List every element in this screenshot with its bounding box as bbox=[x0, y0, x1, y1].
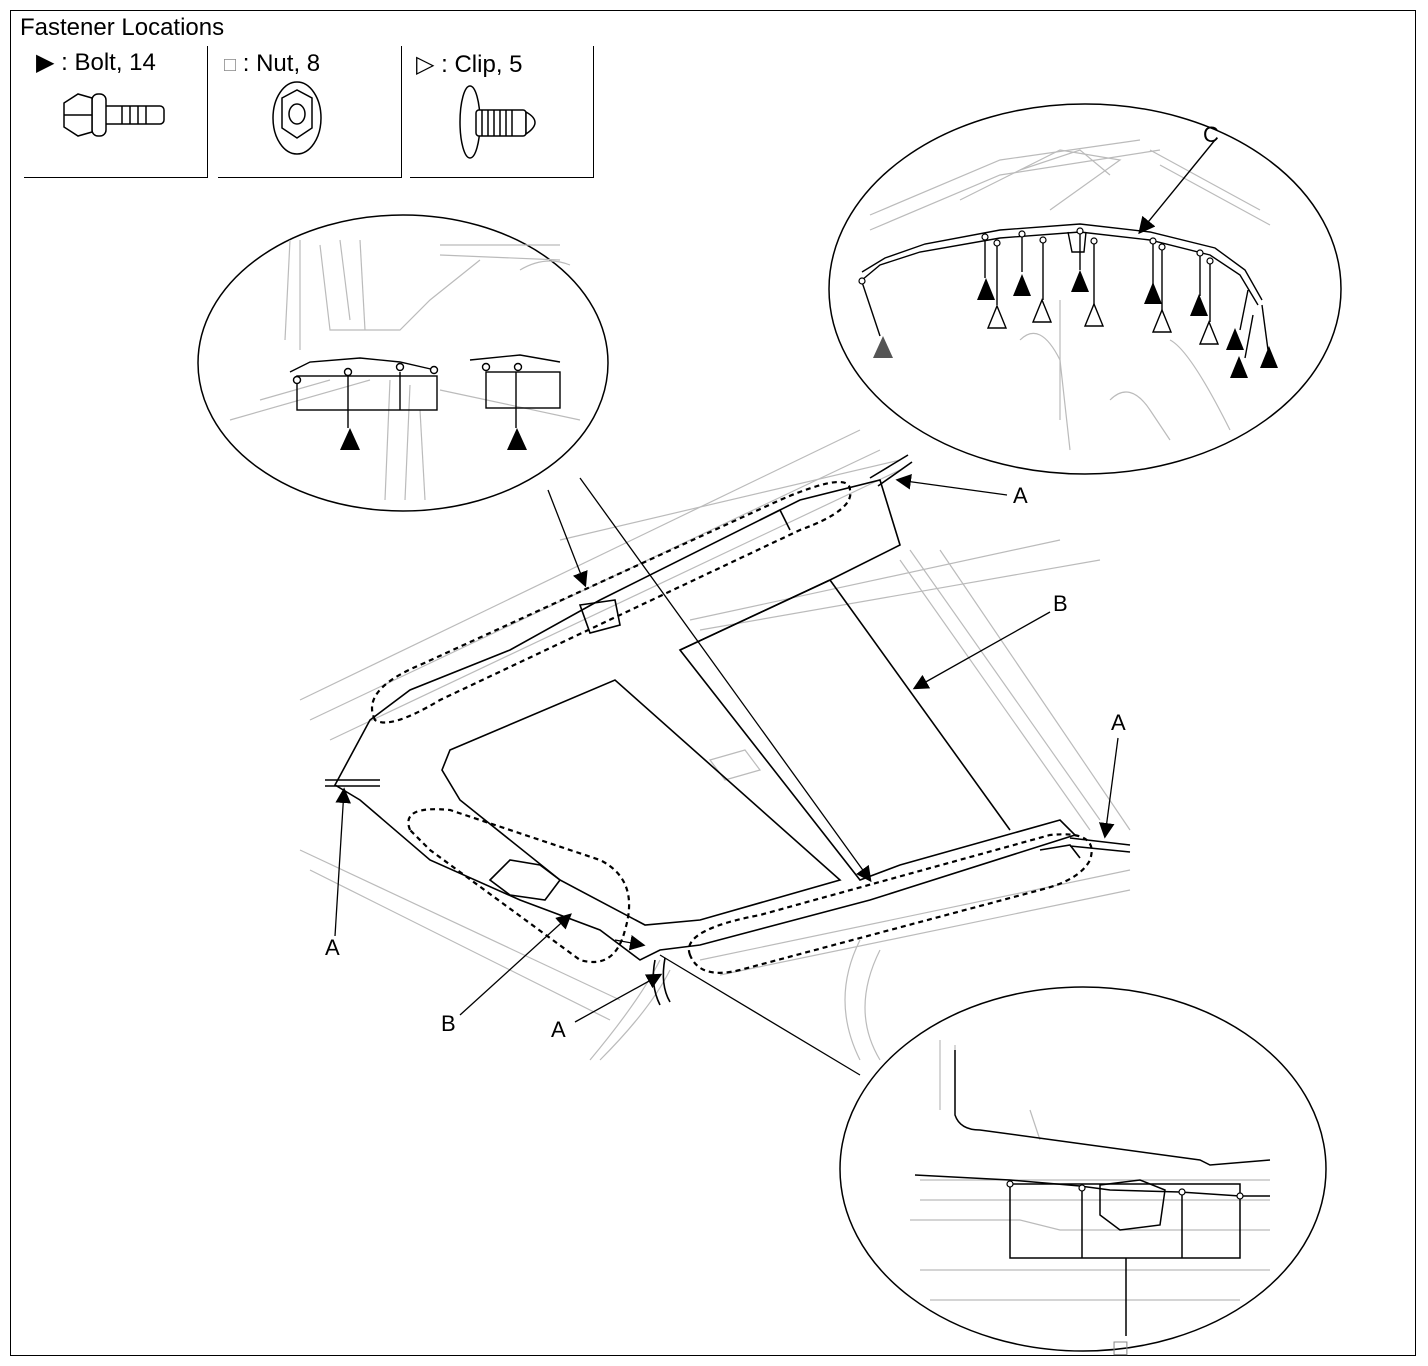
nut-symbol-icon: □ bbox=[224, 54, 237, 76]
legend-clip: ▷ : Clip, 5 bbox=[410, 46, 594, 178]
bolt-symbol-icon: ▶ bbox=[36, 49, 55, 76]
bolt-marker-icon bbox=[1013, 274, 1031, 296]
legend-clip-text: : Clip, 5 bbox=[441, 51, 523, 78]
clip-marker-icon bbox=[1083, 302, 1105, 327]
callout-a-bottom: A bbox=[551, 1017, 566, 1042]
detail-circle-bottom-right: □ bbox=[839, 986, 1327, 1358]
callout-a-left: A bbox=[325, 935, 340, 960]
dashed-callout-regions bbox=[370, 480, 1093, 974]
bolt-marker-icon bbox=[1071, 270, 1089, 292]
diagram-frame bbox=[10, 10, 1416, 1356]
bolt-marker-icon bbox=[1190, 294, 1208, 316]
bolt-marker-icon bbox=[1144, 282, 1162, 304]
clip-marker-icon bbox=[1031, 298, 1053, 323]
clip-icon bbox=[459, 85, 536, 159]
callout-c: C bbox=[1203, 122, 1219, 147]
legend-nut-text: : Nut, 8 bbox=[242, 50, 321, 77]
clip-symbol-icon: ▷ bbox=[416, 51, 435, 78]
callout-a-right: A bbox=[1111, 710, 1126, 735]
legend-nut: □ : Nut, 8 bbox=[218, 46, 402, 178]
legend-bolt: ▶ : Bolt, 14 bbox=[24, 46, 208, 178]
nut-icon bbox=[272, 81, 322, 155]
page-title: Fastener Locations bbox=[20, 14, 225, 41]
legend-bolt-text: : Bolt, 14 bbox=[61, 49, 156, 76]
bolt-marker-icon bbox=[340, 428, 360, 450]
clip-marker-icon bbox=[1198, 320, 1220, 345]
bolt-marker-icon bbox=[507, 428, 527, 450]
sunroof-frame bbox=[325, 454, 1131, 1006]
bolt-marker-icon bbox=[977, 278, 995, 300]
detail-circle-top-left bbox=[197, 214, 609, 512]
bolt-icon bbox=[63, 93, 165, 137]
leader-lines bbox=[334, 474, 1119, 1076]
callout-b-left: B bbox=[441, 1011, 456, 1036]
bolt-marker-icon bbox=[873, 336, 893, 358]
bolt-marker-icon bbox=[1260, 346, 1278, 368]
clip-marker-icon bbox=[1151, 308, 1173, 333]
roof-structure-lines bbox=[299, 429, 1131, 1061]
bolt-marker-icon bbox=[1230, 356, 1248, 378]
clip-marker-icon bbox=[986, 304, 1008, 329]
nut-marker-icon: □ bbox=[1112, 1337, 1129, 1358]
callout-b-right: B bbox=[1053, 591, 1068, 616]
callout-a-top: A bbox=[1013, 483, 1028, 508]
detail-circle-top-right: C bbox=[828, 103, 1342, 475]
bolt-marker-icon bbox=[1226, 328, 1244, 350]
